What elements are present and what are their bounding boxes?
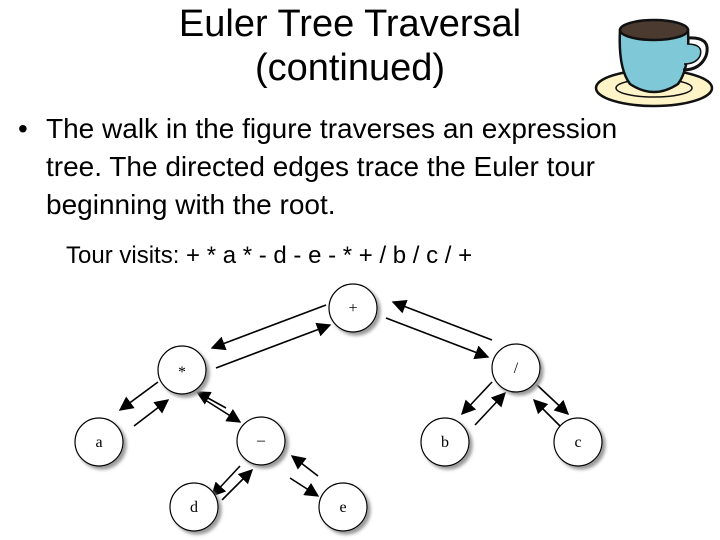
node-div: / <box>492 344 540 392</box>
node-b: b <box>421 418 469 466</box>
edge-e-to-minus <box>292 456 318 476</box>
node-d: d <box>170 483 218 531</box>
node-root: + <box>329 284 377 332</box>
edge-b-to-div <box>475 393 505 425</box>
node-label-e: e <box>339 499 346 516</box>
edge-root-to-mul <box>212 305 326 348</box>
edge-a-to-mul <box>134 400 168 426</box>
node-label-b: b <box>441 434 449 451</box>
node-c: c <box>554 418 602 466</box>
edge-div-to-root <box>393 302 492 340</box>
edge-minus-to-e <box>290 478 318 496</box>
edge-div-to-b <box>462 382 492 414</box>
edge-root-to-div <box>386 318 488 357</box>
node-label-d: d <box>190 499 198 516</box>
node-a: a <box>75 418 123 466</box>
edge-mul-to-a <box>120 382 158 410</box>
edge-minus-to-d <box>212 466 240 496</box>
node-e: e <box>319 483 367 531</box>
edge-minus-to-mul <box>197 392 226 408</box>
node-label-c: c <box>574 434 581 451</box>
edge-mul-to-root <box>216 325 330 368</box>
node-label-root: + <box>348 300 357 317</box>
node-label-minus: – <box>256 432 266 449</box>
node-label-a: a <box>95 434 102 451</box>
node-label-mul: * <box>178 364 186 381</box>
edge-mul-to-minus <box>202 398 240 422</box>
edge-d-to-minus <box>222 470 252 500</box>
node-mul: * <box>158 346 206 394</box>
node-label-div: / <box>514 360 519 377</box>
node-minus: – <box>237 417 285 465</box>
edge-div-to-c <box>536 384 568 414</box>
euler-tour-edges <box>120 302 568 500</box>
